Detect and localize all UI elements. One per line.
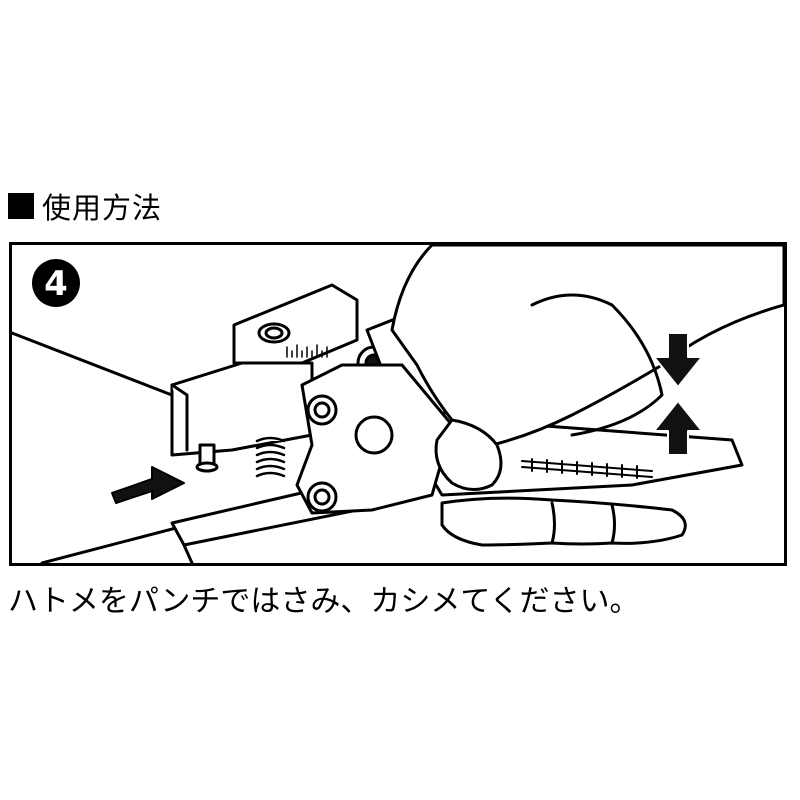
fingers bbox=[440, 496, 687, 547]
fabric-edge-line bbox=[12, 331, 179, 399]
rivet-center bbox=[354, 415, 394, 455]
black-square-icon bbox=[8, 193, 34, 219]
adjuster-head bbox=[232, 283, 359, 365]
finger-crease bbox=[530, 293, 664, 437]
scale-ticks bbox=[286, 344, 328, 358]
push-arrow-icon bbox=[111, 466, 185, 504]
upper-block bbox=[170, 361, 314, 457]
finger-gap-2 bbox=[610, 503, 616, 545]
step-badge: 4 bbox=[32, 259, 80, 307]
instruction-caption: ハトメをパンチではさみ、カシメてください。 bbox=[8, 584, 640, 619]
rivet-bottom-inner bbox=[313, 488, 331, 506]
finger-gap-1 bbox=[550, 501, 556, 545]
lower-jaw-edge bbox=[182, 543, 194, 563]
section-heading: 使用方法 bbox=[8, 186, 162, 226]
fabric-sheet bbox=[12, 333, 172, 560]
punch-pin-tip bbox=[195, 461, 219, 473]
squeeze-arrow-down-icon bbox=[653, 332, 703, 388]
section-heading-text: 使用方法 bbox=[42, 191, 163, 225]
adjuster-hole-inner bbox=[264, 326, 284, 340]
step-number: 4 bbox=[44, 264, 68, 304]
spring bbox=[255, 436, 286, 478]
upper-block-edge bbox=[170, 383, 189, 452]
instruction-illustration-panel: 4 bbox=[9, 242, 787, 566]
illustration-svg: 4 bbox=[12, 245, 784, 563]
squeeze-arrow-up-icon bbox=[653, 400, 703, 456]
rivet-top-inner bbox=[313, 401, 331, 419]
handle-spring bbox=[521, 458, 653, 479]
thumb bbox=[434, 418, 503, 491]
hand-back bbox=[390, 245, 784, 447]
